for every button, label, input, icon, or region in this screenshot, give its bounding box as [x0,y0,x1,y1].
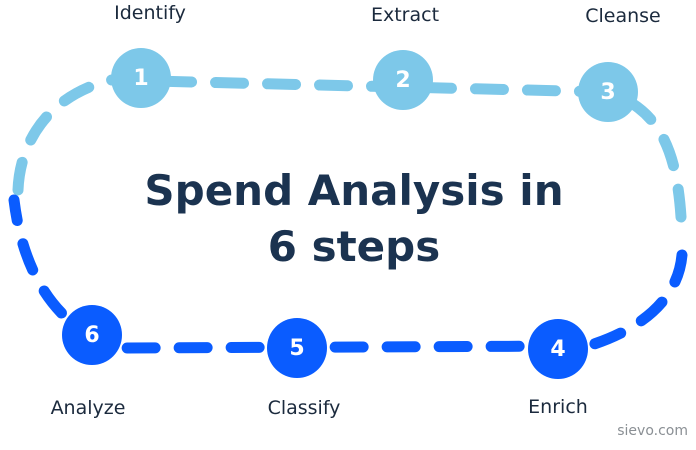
step-4-label: Enrich [528,396,588,418]
cycle-path-dark [8,194,688,354]
step-2-circle: 2 [373,50,433,110]
step-5-label: Classify [267,397,341,419]
step-2-label: Extract [370,4,440,26]
step-3-number: 3 [600,79,616,105]
diagram-title: Spend Analysis in 6 steps [0,163,696,275]
step-3-label: Cleanse [585,5,661,27]
step-1-label: Identify [114,2,186,24]
title-line-1: Spend Analysis in [144,166,564,215]
step-6-circle: 6 [62,305,122,365]
step-5-number: 5 [289,335,305,361]
step-4-circle: 4 [528,319,588,379]
step-6-label: Analyze [50,397,126,419]
source-credit: sievo.com [617,423,688,439]
step-4-number: 4 [550,336,566,362]
step-1-circle: 1 [111,48,171,108]
step-5-circle: 5 [267,318,327,378]
title-line-2: 6 steps [267,222,441,271]
step-1-number: 1 [133,65,149,91]
step-3-circle: 3 [578,62,638,122]
step-6-number: 6 [84,322,100,348]
step-2-number: 2 [395,67,411,93]
